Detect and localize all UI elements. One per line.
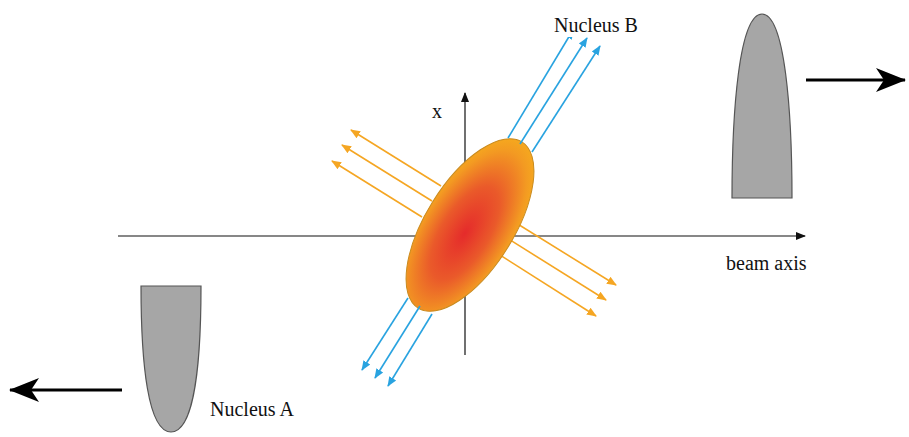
motion-arrow (10, 389, 122, 392)
nucleus-shape (729, 12, 795, 200)
nucleus-label: Nucleus A (208, 398, 296, 421)
flow-arrows (362, 30, 600, 386)
nucleus: Nucleus A (138, 282, 353, 435)
axis-label: x (430, 100, 444, 123)
axis-label: beam axis (724, 252, 809, 275)
nucleus: Nucleus B (552, 10, 802, 202)
nucleus-label: Nucleus B (552, 14, 640, 37)
motion-arrow (806, 79, 905, 82)
nucleus-shape (138, 284, 204, 434)
